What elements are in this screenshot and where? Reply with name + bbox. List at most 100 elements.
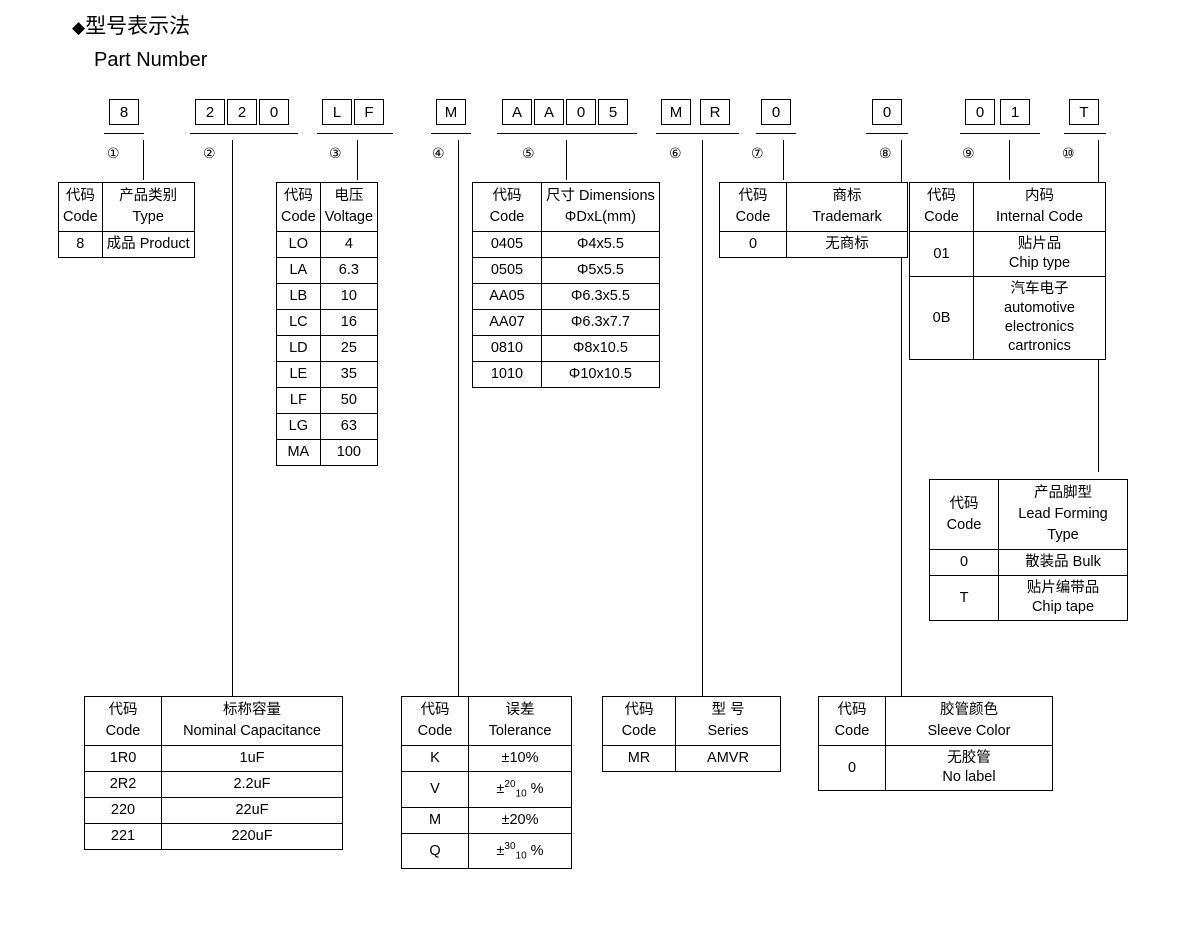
group-underline-9: [960, 133, 1040, 134]
internal-code: 01: [909, 231, 974, 277]
lead-value: 贴片编带品 Chip tape: [998, 575, 1128, 621]
table-row: 8 成品 Product: [58, 231, 195, 258]
table-internal-code: 代码 Code 内码 Internal Code 01 贴片品 Chip typ…: [909, 182, 1106, 360]
group-underline-4: [431, 133, 471, 134]
marker-6: ⑥: [669, 145, 682, 161]
group-underline-8: [866, 133, 908, 134]
internal-value: 贴片品 Chip type: [973, 231, 1106, 277]
code-char-4-1: M: [436, 99, 466, 125]
sleeve-code: 0: [818, 745, 886, 791]
code-char-7-1: 0: [761, 99, 791, 125]
trademark-code: 0: [719, 231, 787, 258]
table-row: 0B 汽车电子 automotive electronics cartronic…: [909, 276, 1106, 360]
internal-header-label: 内码 Internal Code: [973, 182, 1106, 232]
code-char-9-2: 1: [1000, 99, 1030, 125]
voltage-code: LA: [276, 257, 321, 284]
dimensions-value: Φ5x5.5: [541, 257, 660, 284]
code-char-2-1: 2: [195, 99, 225, 125]
table-row: Q ±3010 %: [401, 832, 572, 870]
dimensions-value: Φ4x5.5: [541, 231, 660, 258]
capacitance-value: 220uF: [161, 823, 343, 850]
lead-header-label: 产品脚型 Lead Forming Type: [998, 479, 1128, 550]
tolerance-code: M: [401, 806, 469, 834]
voltage-header-label: 电压 Voltage: [319, 182, 379, 232]
dimensions-value: Φ8x10.5: [541, 335, 660, 362]
marker-8: ⑧: [879, 145, 892, 161]
table-row: 代码 Code 产品脚型 Lead Forming Type: [929, 479, 1128, 550]
connector-6: [702, 140, 703, 696]
lead-header-code: 代码 Code: [929, 479, 999, 550]
connector-1: [143, 140, 144, 180]
code-char-5-1: A: [502, 99, 532, 125]
table-lead-forming: 代码 Code 产品脚型 Lead Forming Type 0 散装品 Bul…: [929, 479, 1128, 621]
table-row: V ±2010 %: [401, 771, 572, 808]
table-sleeve-color: 代码 Code 胶管颜色 Sleeve Color 0 无胶管 No label: [818, 696, 1053, 791]
table-row: 代码 Code 误差 Tolerance: [401, 696, 572, 746]
voltage-code: LB: [276, 283, 321, 310]
table-row: 代码 Code 内码 Internal Code: [909, 182, 1106, 232]
title-cn: 型号表示法: [85, 15, 191, 38]
table-row: 01 贴片品 Chip type: [909, 231, 1106, 277]
voltage-value: 6.3: [319, 257, 379, 284]
connector-9: [1009, 140, 1010, 180]
table-series: 代码 Code 型 号 Series MR AMVR: [602, 696, 781, 772]
internal-header-code: 代码 Code: [909, 182, 974, 232]
voltage-code: LF: [276, 387, 321, 414]
voltage-value: 10: [319, 283, 379, 310]
trademark-header-label: 商标 Trademark: [786, 182, 908, 232]
type-value: 成品 Product: [101, 231, 195, 258]
group-underline-2: [190, 133, 298, 134]
tolerance-code: V: [401, 771, 469, 808]
table-row: 0 无胶管 No label: [818, 745, 1053, 791]
capacitance-header-label: 标称容量 Nominal Capacitance: [161, 696, 343, 746]
group-underline-3: [317, 133, 393, 134]
capacitance-code: 1R0: [84, 745, 162, 772]
code-char-3-2: F: [354, 99, 384, 125]
capacitance-code: 220: [84, 797, 162, 824]
type-header-label: 产品类别 Type: [101, 182, 195, 232]
lead-code: 0: [929, 549, 999, 576]
table-row: K ±10%: [401, 745, 572, 772]
dimensions-value: Φ10x10.5: [541, 361, 660, 388]
group-underline-10: [1064, 133, 1106, 134]
table-row: 0 无商标: [719, 231, 908, 258]
dimensions-code: AA05: [472, 283, 542, 310]
code-char-8-1: 0: [872, 99, 902, 125]
tolerance-header-code: 代码 Code: [401, 696, 469, 746]
voltage-code: LD: [276, 335, 321, 362]
code-char-10-1: T: [1069, 99, 1099, 125]
tolerance-code: K: [401, 745, 469, 772]
code-char-5-2: A: [534, 99, 564, 125]
table-row: 代码 Code 标称容量 Nominal Capacitance: [84, 696, 343, 746]
marker-1: ①: [107, 145, 120, 161]
dimensions-code: 1010: [472, 361, 542, 388]
marker-5: ⑤: [522, 145, 535, 161]
table-trademark: 代码 Code 商标 Trademark 0 无商标: [719, 182, 908, 258]
connector-7: [783, 140, 784, 180]
connector-2: [232, 140, 233, 696]
title-en: Part Number: [94, 49, 208, 71]
capacitance-code: 2R2: [84, 771, 162, 798]
dimensions-code: 0505: [472, 257, 542, 284]
type-code: 8: [58, 231, 103, 258]
voltage-value: 100: [319, 439, 379, 466]
voltage-value: 16: [319, 309, 379, 336]
code-char-6-2: R: [700, 99, 730, 125]
code-char-6-1: M: [661, 99, 691, 125]
sleeve-value: 无胶管 No label: [885, 745, 1053, 791]
connector-5: [566, 140, 567, 180]
lead-code: T: [929, 575, 999, 621]
table-type: 代码 Code 产品类别 Type 8 成品 Product: [58, 182, 195, 258]
code-char-2-2: 2: [227, 99, 257, 125]
tolerance-value: ±3010 %: [468, 832, 572, 870]
table-row: 代码 Code 商标 Trademark: [719, 182, 908, 232]
series-code: MR: [602, 745, 676, 772]
